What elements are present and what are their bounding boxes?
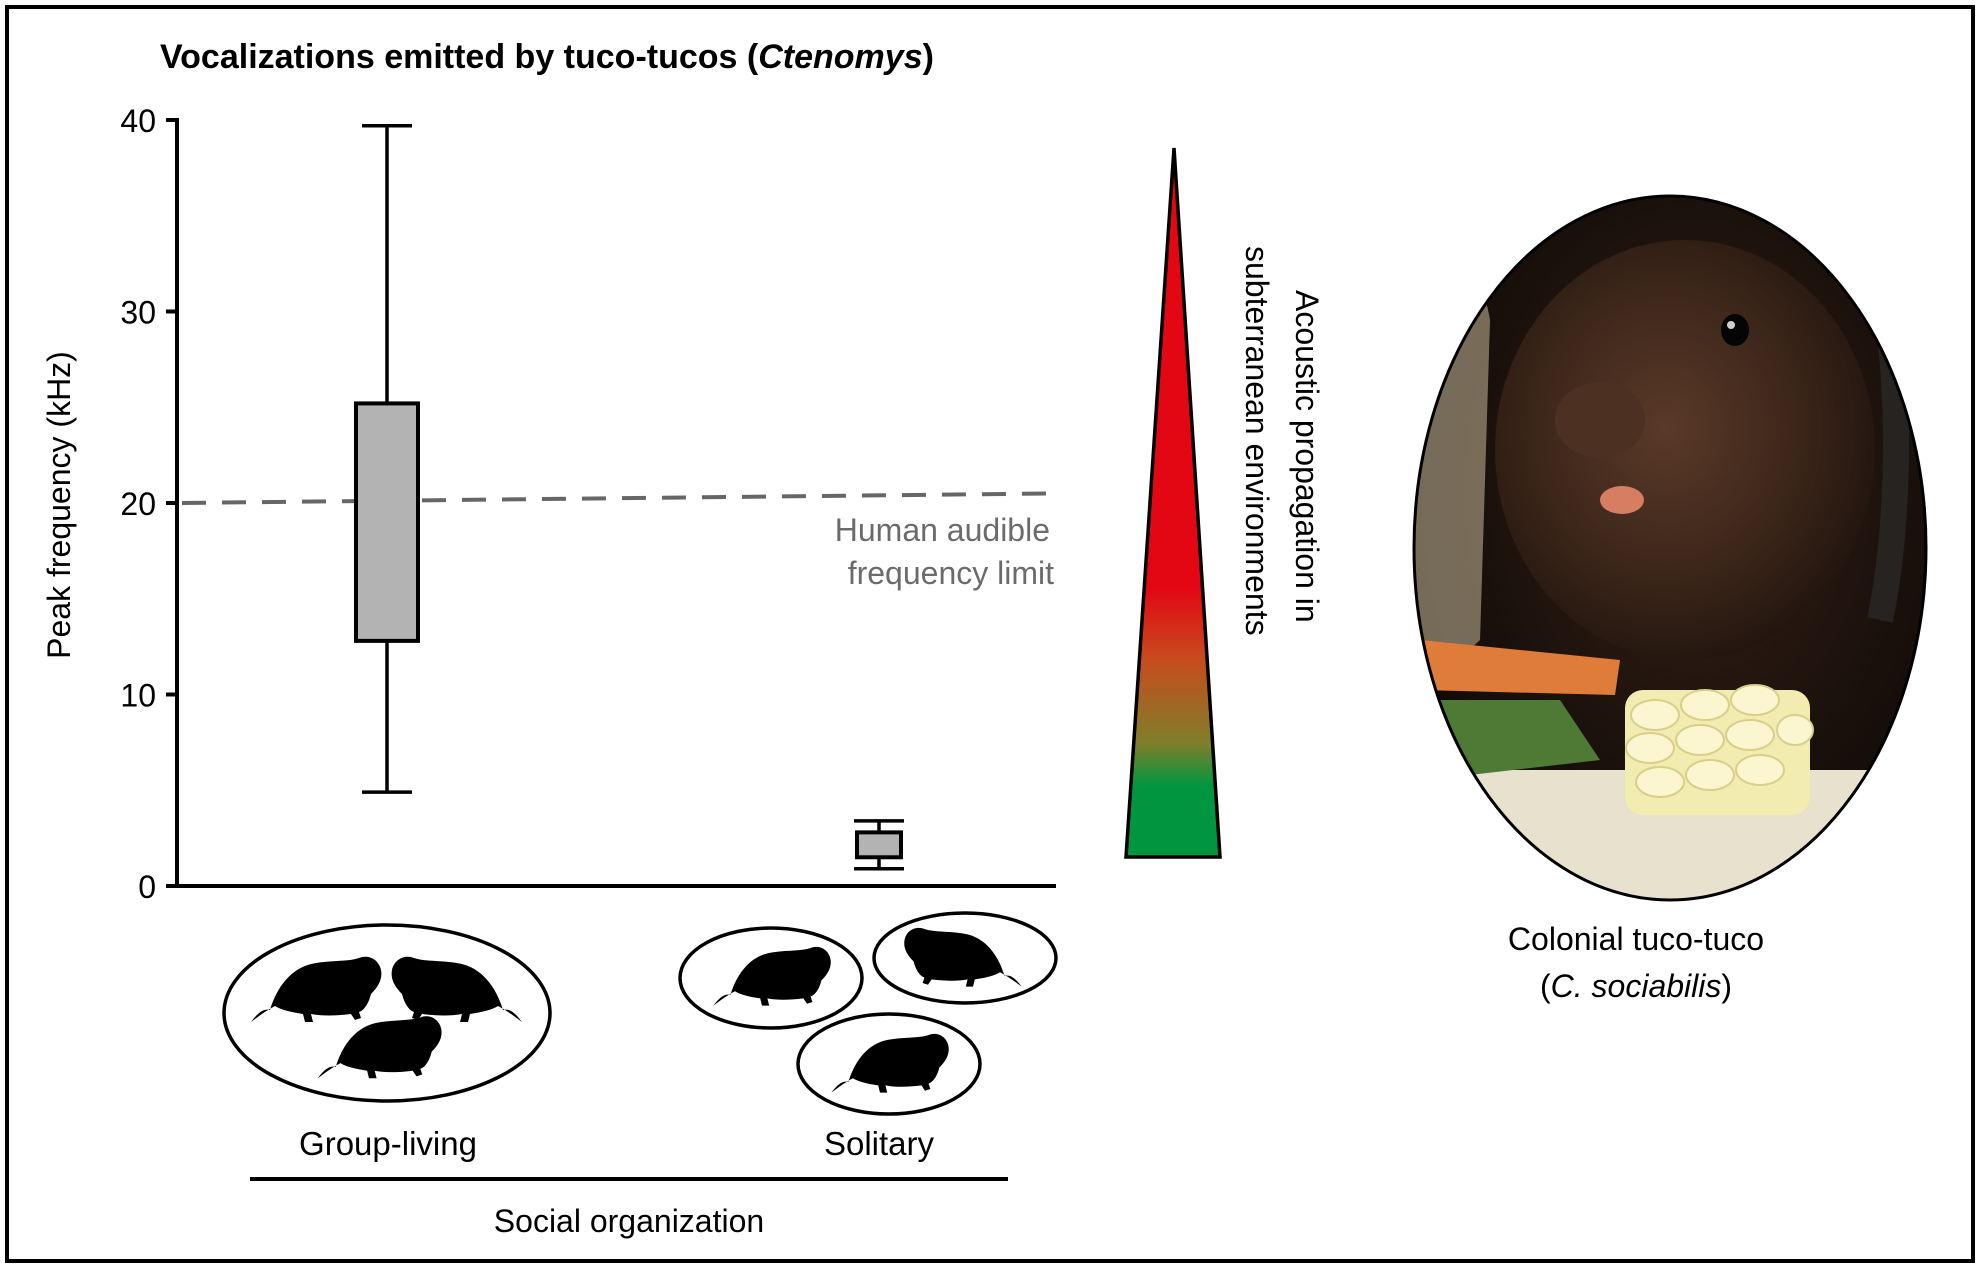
solitary-ellipse (678, 926, 864, 1030)
photo-caption-line1: Colonial tuco-tuco (1508, 921, 1764, 957)
y-tick-label: 10 (120, 678, 156, 714)
solitary-ellipse (872, 911, 1058, 1005)
rodent-silhouette-icon (391, 956, 522, 1022)
photo-frame-ellipse (1412, 194, 1928, 902)
solitary-ellipse (796, 1012, 982, 1116)
iqr-box (855, 830, 903, 860)
y-tick-label: 0 (138, 869, 156, 905)
solitary-icons (678, 911, 1058, 1116)
reference-label-line2: frequency limit (848, 555, 1054, 591)
box-plots (354, 123, 904, 871)
figure-frame (5, 5, 1975, 1263)
wedge-label-line1: Acoustic propagation in (1289, 290, 1325, 623)
box-solitary (854, 819, 904, 871)
category-label-group-living: Group-living (299, 1125, 477, 1162)
box-group-living (354, 123, 420, 794)
chart-title-main: Vocalizations emitted by tuco-tucos ( (160, 38, 759, 76)
rodent-silhouette-icon (904, 927, 1022, 987)
rodent-silhouette-icon (831, 1033, 949, 1093)
iqr-box (354, 401, 420, 643)
rodent-silhouette-icon (317, 1016, 442, 1079)
chart-title-close: ) (923, 38, 934, 76)
y-tick-label: 40 (120, 103, 156, 139)
caption-close-paren: ) (1721, 968, 1732, 1004)
group-living-icon (222, 923, 552, 1103)
wedge-label-line2: subterranean environments (1239, 246, 1275, 636)
x-axis-label: Social organization (494, 1203, 764, 1239)
y-tick-label: 20 (120, 486, 156, 522)
y-axis-label: Peak frequency (kHz) (41, 351, 77, 659)
reference-label-line1: Human audible (835, 512, 1050, 548)
y-tick-label: 30 (120, 295, 156, 331)
caption-species-name: C. sociabilis (1551, 968, 1722, 1004)
corn-kernels (1625, 684, 1814, 815)
category-label-solitary: Solitary (824, 1125, 935, 1162)
acoustic-propagation-wedge (1124, 147, 1222, 859)
group-living-ellipse (222, 923, 552, 1103)
rodent-silhouette-icon (713, 946, 831, 1006)
chart-title: Vocalizations emitted by tuco-tucos (Cte… (160, 38, 934, 76)
human-audible-limit-line (181, 491, 1057, 505)
rodent-silhouette-icon (251, 956, 382, 1022)
caption-open-paren: ( (1540, 968, 1551, 1004)
chart-title-genus: Ctenomys (758, 38, 922, 76)
photo-caption-line2: (C. sociabilis) (1540, 968, 1732, 1004)
y-ticks: 0 10 20 30 40 (120, 103, 177, 905)
